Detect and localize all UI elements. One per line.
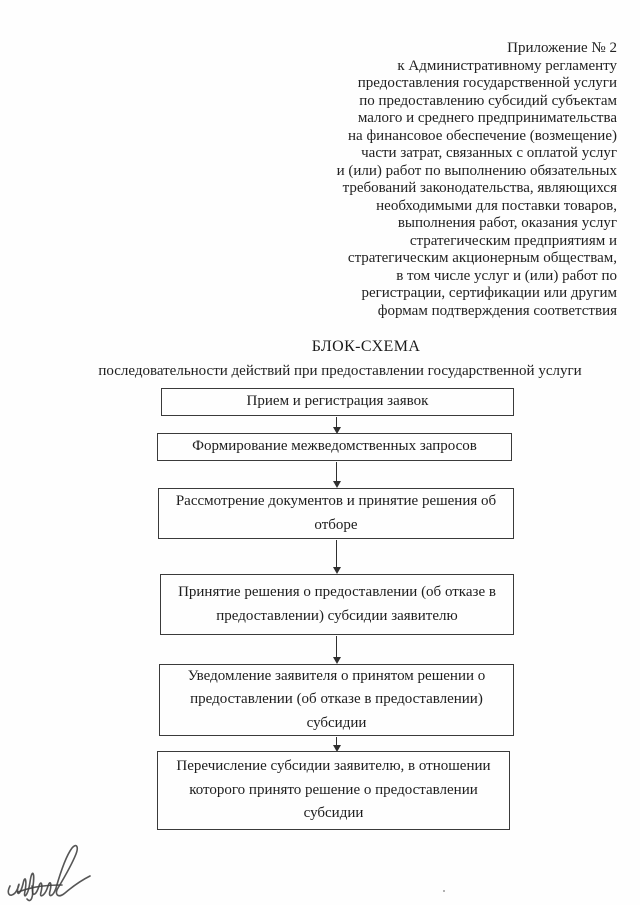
flowchart-step-review-selection: Рассмотрение документов и принятие решен… (158, 488, 514, 539)
header-line: малого и среднего предпринимательства (357, 110, 617, 126)
header-line: регистрации, сертификации или другим (361, 285, 617, 301)
header-line: формам подтверждения соответствия (377, 302, 617, 319)
header-line: по предоставлению субсидий субъектам (359, 92, 617, 109)
schema-title: БЛОК-СХЕМА (311, 338, 421, 355)
header-line: Приложение № 2 (507, 40, 617, 56)
down-arrow-icon (332, 417, 341, 434)
flowchart-step-label: Прием и регистрация заявок (246, 393, 429, 410)
header-line: стратегическим предприятиям и (409, 232, 617, 249)
header-line: выполнения работ, оказания услуг (397, 215, 617, 231)
appendix-header: Приложение № 2 к Административному регла… (337, 40, 617, 320)
header-line: и (или) работ по выполнению обязательных (336, 162, 617, 179)
schema-subtitle: последовательности действий при предоста… (98, 363, 582, 379)
flowchart-step-label: Уведомление заявителя о принятом решении… (187, 667, 486, 731)
flowchart-step-transfer: Перечисление субсидии заявителю, в отнош… (157, 751, 510, 830)
down-arrow-icon (332, 636, 341, 664)
header-line: в том числе услуг и (или) работ по (396, 267, 617, 284)
signature-icon (7, 844, 91, 902)
header-line: к Административному регламенту (397, 57, 617, 74)
flowchart-step-decision: Принятие решения о предоставлении (об от… (160, 574, 514, 635)
header-line: стратегическим акционерным обществам, (347, 250, 617, 266)
flowchart-step-label: Формирование межведомственных запросов (192, 438, 477, 455)
scan-artifact-dot (443, 890, 445, 892)
header-line: необходимыми для поставки товаров, (376, 197, 617, 214)
flowchart-step-reception: Прием и регистрация заявок (161, 388, 514, 416)
header-line: требований законодательства, являющихся (342, 180, 617, 196)
header-line: части затрат, связанных с оплатой услуг (361, 145, 617, 161)
down-arrow-icon (332, 540, 341, 574)
header-line: предоставления государственной услуги (357, 75, 617, 91)
flowchart-step-notification: Уведомление заявителя о принятом решении… (159, 664, 514, 736)
down-arrow-icon (332, 462, 341, 488)
down-arrow-icon (332, 737, 341, 752)
flowchart-step-interagency-requests: Формирование межведомственных запросов (157, 433, 512, 461)
flowchart-step-label: Рассмотрение документов и принятие решен… (175, 493, 497, 533)
header-line: на финансовое обеспечение (возмещение) (348, 127, 617, 144)
flowchart-step-label: Перечисление субсидии заявителю, в отнош… (176, 758, 491, 822)
flowchart-step-label: Принятие решения о предоставлении (об от… (178, 584, 496, 624)
